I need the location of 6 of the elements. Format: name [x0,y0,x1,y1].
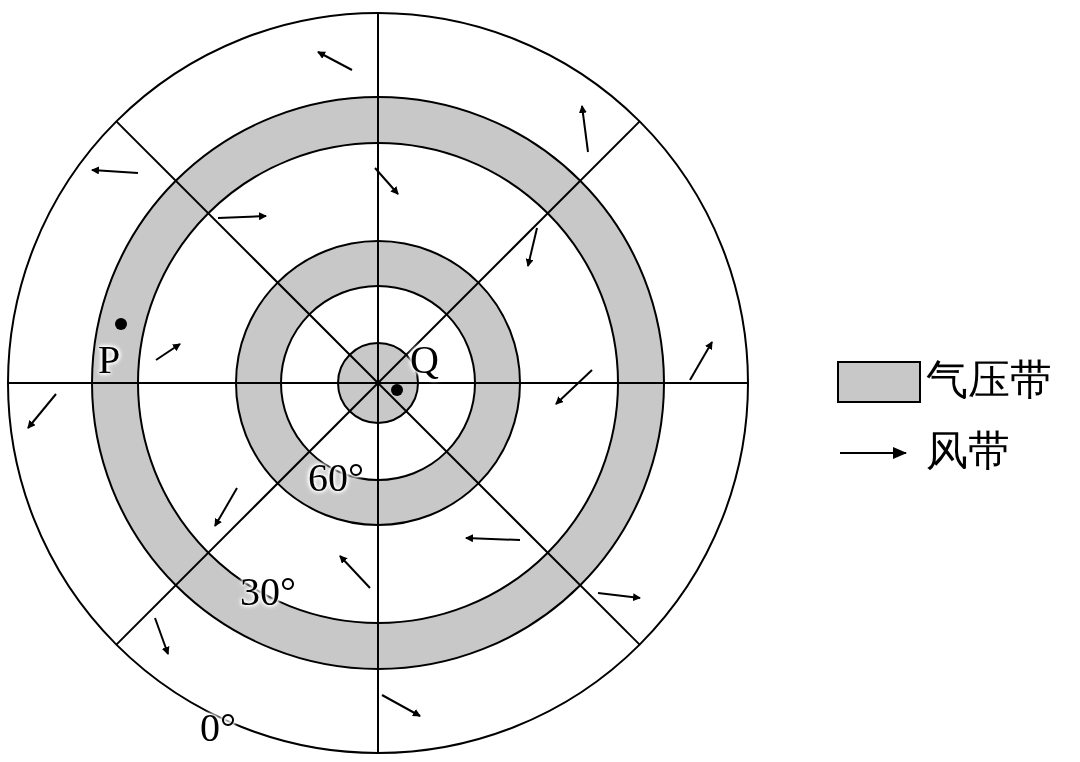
latitude-label: 60° [308,458,364,498]
legend-label: 风带 [926,428,1010,474]
point-label: P [98,340,121,380]
legend-label: 气压带 [926,357,1052,403]
point-label: Q [410,340,439,380]
latitude-label: 0° [200,708,236,748]
